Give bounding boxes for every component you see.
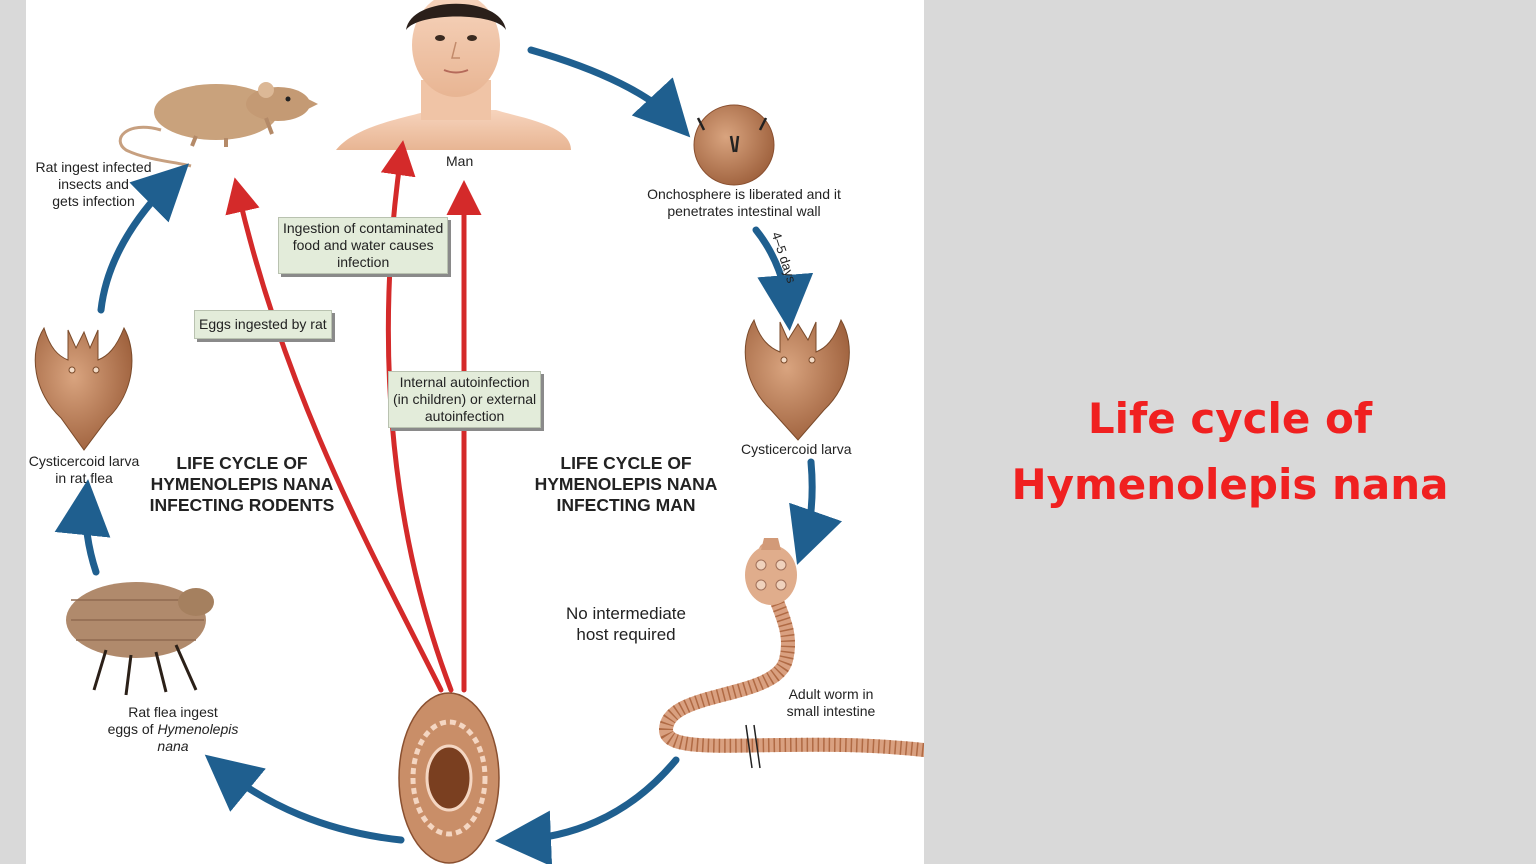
diagram-illustration — [34, 0, 924, 864]
adult-worm-illustration — [658, 538, 924, 769]
slide-title-line-1: Life cycle of — [1087, 394, 1373, 443]
life-cycle-diagram: Man Rat ingest infected insects and gets… — [26, 0, 924, 864]
ingestion-callout: Ingestion of contaminated food and water… — [278, 217, 449, 274]
autoinfection-callout: Internal autoinfection (in children) or … — [388, 371, 542, 428]
arrow-egg-to-rat — [225, 177, 444, 693]
no-host-label: No intermediate host required — [565, 604, 686, 644]
arrow-man-to-onchosphere — [527, 46, 691, 138]
man-illustration — [336, 0, 571, 150]
arrow-cysticercoid-to-rat — [97, 163, 190, 314]
arrow-flea-to-cysticercoid — [54, 479, 111, 576]
rodents-heading: LIFE CYCLE OF HYMENOLEPIS NANA INFECTING… — [149, 453, 335, 515]
rat-label: Rat ingest infected insects and gets inf… — [35, 159, 152, 209]
blue-arrows — [54, 46, 842, 864]
man-label: Man — [446, 153, 474, 169]
flea-label: Rat flea ingest eggs of Hymenolepis nana — [107, 704, 239, 754]
adult-worm-label: Adult worm in small intestine — [786, 686, 876, 719]
cysticercoid-flea-illustration — [34, 326, 133, 451]
slide-title-line-2: Hymenolepis nana — [1011, 460, 1449, 509]
cysticercoid-man-illustration — [744, 318, 850, 441]
arrow-worm-to-egg — [495, 756, 680, 864]
cysticercoid-flea-label: Cysticercoid larva in rat flea — [28, 453, 140, 486]
egg-illustration — [398, 692, 500, 864]
rat-illustration — [118, 82, 318, 168]
flea-illustration — [66, 582, 214, 696]
onchosphere-illustration — [693, 104, 775, 186]
eggs-rat-callout: Eggs ingested by rat — [194, 310, 332, 339]
arrow-cysticercoid-to-worm — [789, 458, 842, 565]
slide-title: Life cycle of Hymenolepis nana — [924, 386, 1536, 518]
arrow-onchosphere-to-cysticercoid — [752, 226, 814, 331]
onchosphere-label: Onchosphere is liberated and it penetrat… — [647, 186, 841, 219]
arrow-egg-to-flea — [204, 754, 405, 844]
man-heading: LIFE CYCLE OF HYMENOLEPIS NANA INFECTING… — [534, 453, 718, 515]
cysticercoid-man-label: Cysticercoid larva — [741, 441, 852, 457]
